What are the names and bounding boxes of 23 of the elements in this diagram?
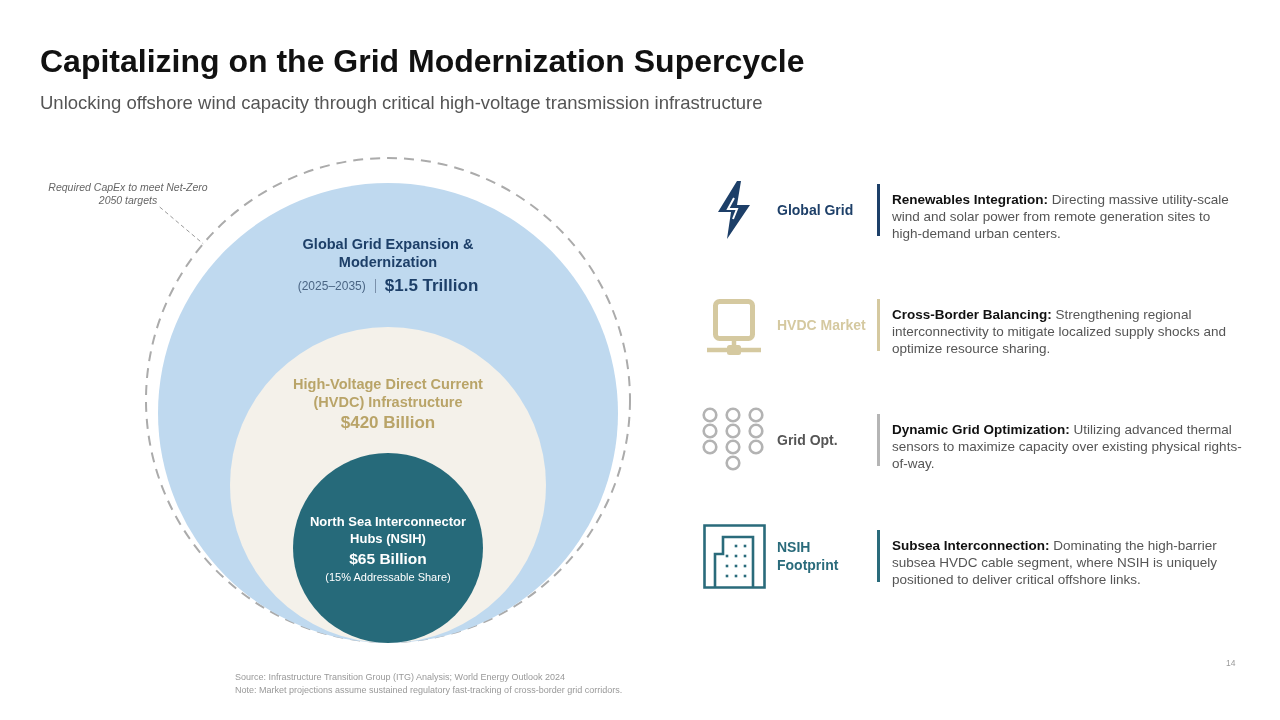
value-text: $1.5 Trillion <box>384 275 479 297</box>
description-text: Cross-Border Balancing: Strengthening regional interconnectivity to mitigate localized supply shocks and optimize resource sharing. <box>892 305 1227 357</box>
row-label: Global Grid <box>777 201 855 219</box>
circle-heading: High-Voltage Direct Current (HVDC) Infrastructure <box>292 375 484 411</box>
description-text: Subsea Interconnection: Dominating the high-barrier subsea HVDC cable segment, where NSIH is uniquely positioned to deliver critical offshore links. <box>892 536 1218 588</box>
row-label: HVDC Market <box>777 316 867 334</box>
share-note: (15% Addressable Share) <box>324 570 452 585</box>
row-label: Grid Opt. <box>777 431 839 449</box>
slide-title: Capitalizing on the Grid Modernization Supercycle <box>40 42 805 80</box>
value-text: $420 Billion <box>339 412 437 434</box>
value-text: $65 Billion <box>348 549 428 569</box>
description-text: Dynamic Grid Optimization: Utilizing advanced thermal sensors to maximize capacity over existing physical rights-of-way. <box>892 420 1242 472</box>
footnote: Note: Market projections assume sustained regulatory fast-tracking of cross-border grid corridors. <box>235 685 623 696</box>
row-label: NSIH Footprint <box>777 538 840 574</box>
subtitle: Unlocking offshore wind capacity through critical high-voltage transmission infrastructure <box>40 92 763 114</box>
circle-heading: North Sea Interconnector Hubs (NSIH) <box>309 514 467 547</box>
page-number: 14 <box>1226 658 1236 668</box>
annotation-text: Required CapEx to meet Net-Zero 2050 targets <box>40 181 216 207</box>
description-text: Renewables Integration: Directing massive utility-scale wind and solar power from remote generation sites to high-demand urban centers. <box>892 190 1230 242</box>
year-range: (2025–2035) <box>297 278 366 294</box>
footnote: Source: Infrastructure Transition Group (ITG) Analysis; World Energy Outlook 2024 <box>235 672 565 683</box>
circle-heading: Global Grid Expansion & Modernization <box>301 235 475 271</box>
leader-line <box>159 206 204 245</box>
